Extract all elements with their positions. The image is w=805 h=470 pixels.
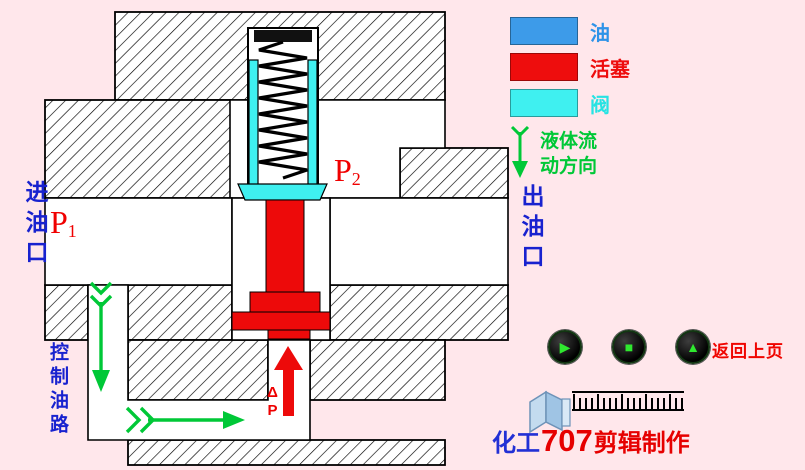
valve-poppet bbox=[237, 59, 328, 201]
stop-button[interactable]: ■ bbox=[612, 330, 646, 364]
valve-swatch bbox=[510, 89, 578, 117]
valve-label: 阀 bbox=[590, 94, 610, 117]
inlet-port-label: 进油口 bbox=[22, 180, 48, 270]
pressure-p2-label: P2 bbox=[334, 152, 361, 190]
play-icon: ▶ bbox=[559, 339, 571, 355]
delta-p-arrow bbox=[274, 346, 303, 416]
outlet-port-label: 出油口 bbox=[518, 184, 544, 274]
credit-number: 707 bbox=[541, 423, 593, 458]
piston-swatch bbox=[510, 53, 578, 81]
flow-direction-label-line1: 液体流 bbox=[540, 131, 598, 152]
credit-suffix: 剪辑制作 bbox=[593, 430, 690, 457]
control-circuit-label: 控制油路 bbox=[47, 342, 68, 438]
credit-line: 化工 707 剪辑制作 bbox=[492, 423, 690, 459]
oil-swatch bbox=[510, 17, 578, 45]
return-previous-page-link[interactable]: 返回上页 bbox=[712, 342, 784, 361]
valve-body-blocks bbox=[44, 11, 509, 466]
filmstrip-icon bbox=[529, 390, 684, 434]
legend-item-piston: 活塞 bbox=[510, 53, 630, 81]
piston bbox=[231, 199, 331, 340]
legend-flow-arrow bbox=[510, 125, 530, 178]
piston-label: 活塞 bbox=[590, 58, 630, 81]
oil-label: 油 bbox=[590, 22, 610, 45]
up-triangle-icon: ▲ bbox=[686, 339, 700, 355]
legend-item-oil: 油 bbox=[510, 17, 630, 45]
spring bbox=[258, 40, 308, 180]
stop-icon: ■ bbox=[624, 339, 634, 355]
play-button[interactable]: ▶ bbox=[548, 330, 582, 364]
flow-arrow-right bbox=[125, 406, 245, 434]
flow-direction-label-line2: 动方向 bbox=[540, 156, 598, 177]
flow-arrow-down bbox=[89, 281, 113, 392]
return-top-button[interactable]: ▲ bbox=[676, 330, 710, 364]
pressure-p1-label: P1 bbox=[50, 204, 77, 242]
legend-item-valve: 阀 bbox=[510, 89, 630, 117]
delta-p-label: ΔP bbox=[264, 384, 281, 420]
legend: 油 活塞 阀 bbox=[510, 17, 630, 126]
credit-studio: 化工 bbox=[492, 430, 540, 457]
